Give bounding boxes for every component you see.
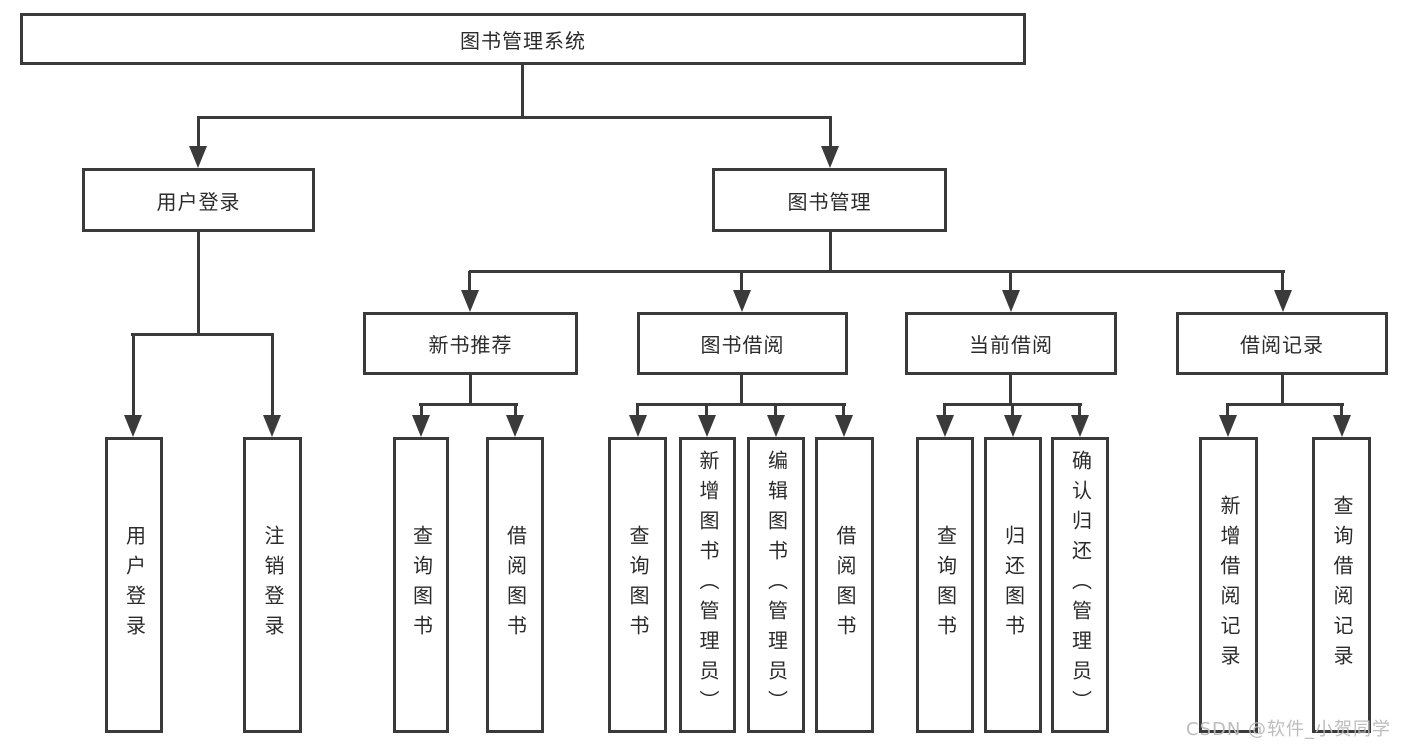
leaf-br-query-record: 查询借阅记录	[1312, 437, 1371, 733]
leaf-label: 新增借阅记录	[1217, 495, 1241, 675]
connector-stem	[271, 334, 274, 415]
arrowhead-down-icon	[124, 415, 142, 437]
arrowhead-down-icon	[936, 415, 954, 437]
node-current-borrow: 当前借阅	[905, 312, 1117, 375]
leaf-bb-add-books: 新增图书（管理员）	[679, 437, 736, 733]
connector-group-rail	[636, 403, 846, 406]
csdn-watermark: CSDN @软件_小贺同学	[1186, 719, 1392, 740]
leaf-rec-borrow-books: 借阅图书	[486, 437, 544, 733]
arrowhead-down-icon	[835, 415, 853, 437]
node-user-login: 用户登录	[82, 168, 315, 232]
node-root: 图书管理系统	[20, 13, 1026, 65]
node-label: 图书管理	[787, 189, 872, 214]
arrowhead-down-icon	[189, 146, 207, 168]
arrowhead-down-icon	[1002, 290, 1020, 312]
arrowhead-down-icon	[461, 290, 479, 312]
leaf-label: 借阅图书	[833, 525, 857, 645]
connector-stem	[1281, 271, 1284, 291]
leaf-label: 查询图书	[933, 525, 958, 645]
leaf-label: 用户登录	[122, 525, 147, 645]
connector-group-stub	[740, 374, 743, 405]
connector-user-login-stub	[197, 230, 200, 335]
connector-group-rail	[419, 403, 518, 406]
arrowhead-down-icon	[506, 415, 524, 437]
arrowhead-down-icon	[698, 415, 716, 437]
arrowhead-down-icon	[767, 415, 785, 437]
leaf-label: 借阅图书	[503, 525, 528, 645]
arrowhead-down-icon	[733, 290, 751, 312]
node-label: 借阅记录	[1240, 333, 1324, 357]
node-label: 用户登录	[156, 189, 241, 214]
connector-stem	[514, 404, 517, 415]
node-book-management: 图书管理	[712, 168, 947, 232]
connector-stem	[774, 404, 777, 415]
node-label: 图书借阅	[700, 333, 785, 357]
connector-l2-rail	[197, 116, 832, 119]
leaf-cb-query-books: 查询图书	[916, 437, 974, 733]
leaf-logout: 注销登录	[243, 437, 302, 733]
leaf-label: 注销登录	[261, 525, 285, 645]
arrowhead-down-icon	[1219, 415, 1237, 437]
connector-group-stub	[1281, 374, 1284, 405]
connector-l3-rail	[469, 270, 1285, 273]
connector-group-stub	[1009, 374, 1012, 405]
connector-stem	[705, 404, 708, 415]
arrowhead-down-icon	[412, 415, 430, 437]
node-label: 当前借阅	[969, 333, 1053, 357]
connector-stem	[132, 334, 135, 415]
connector-stem	[1340, 404, 1343, 415]
leaf-cb-return-books: 归还图书	[984, 437, 1042, 733]
arrowhead-down-icon	[1274, 290, 1292, 312]
leaf-label: 查询图书	[626, 525, 650, 645]
connector-root-stub	[521, 64, 524, 118]
leaf-bb-query-books: 查询图书	[608, 437, 667, 733]
arrowhead-down-icon	[821, 146, 839, 168]
leaf-bb-borrow-books: 借阅图书	[815, 437, 874, 733]
connector-stem	[829, 117, 832, 147]
connector-stem	[197, 117, 200, 147]
leaf-rec-query-books: 查询图书	[393, 437, 449, 733]
leaf-user-login: 用户登录	[105, 437, 163, 733]
node-label: 图书管理系统	[460, 28, 586, 53]
leaf-label: 确认归还（管理员）	[1068, 450, 1093, 720]
leaf-label: 归还图书	[1001, 525, 1026, 645]
connector-group-rail	[1226, 403, 1344, 406]
connector-stem	[842, 404, 845, 415]
connector-stem	[420, 404, 423, 415]
leaf-bb-edit-books: 编辑图书（管理员）	[747, 437, 805, 733]
arrowhead-down-icon	[1071, 415, 1089, 437]
leaf-br-add-record: 新增借阅记录	[1199, 437, 1258, 733]
leaf-label: 新增图书（管理员）	[696, 450, 720, 720]
connector-stem	[1078, 404, 1081, 415]
connector-stem	[1011, 404, 1014, 415]
node-borrow-records: 借阅记录	[1176, 312, 1388, 375]
leaf-label: 查询借阅记录	[1330, 495, 1354, 675]
node-book-borrow: 图书借阅	[637, 312, 848, 375]
leaf-cb-confirm-return: 确认归还（管理员）	[1051, 437, 1109, 733]
arrowhead-down-icon	[629, 415, 647, 437]
connector-user-login-rail	[131, 333, 274, 336]
connector-stem	[1009, 271, 1012, 291]
connector-stem	[636, 404, 639, 415]
node-new-book-recommend: 新书推荐	[363, 312, 578, 375]
connector-book-mgmt-stub	[829, 230, 832, 273]
connector-stem	[468, 271, 471, 291]
leaf-label: 查询图书	[409, 525, 434, 645]
connector-stem	[943, 404, 946, 415]
node-label: 新书推荐	[428, 333, 513, 357]
arrowhead-down-icon	[263, 415, 281, 437]
connector-stem	[740, 271, 743, 291]
arrowhead-down-icon	[1004, 415, 1022, 437]
connector-group-stub	[469, 374, 472, 405]
arrowhead-down-icon	[1333, 415, 1351, 437]
connector-stem	[1226, 404, 1229, 415]
leaf-label: 编辑图书（管理员）	[764, 450, 789, 720]
